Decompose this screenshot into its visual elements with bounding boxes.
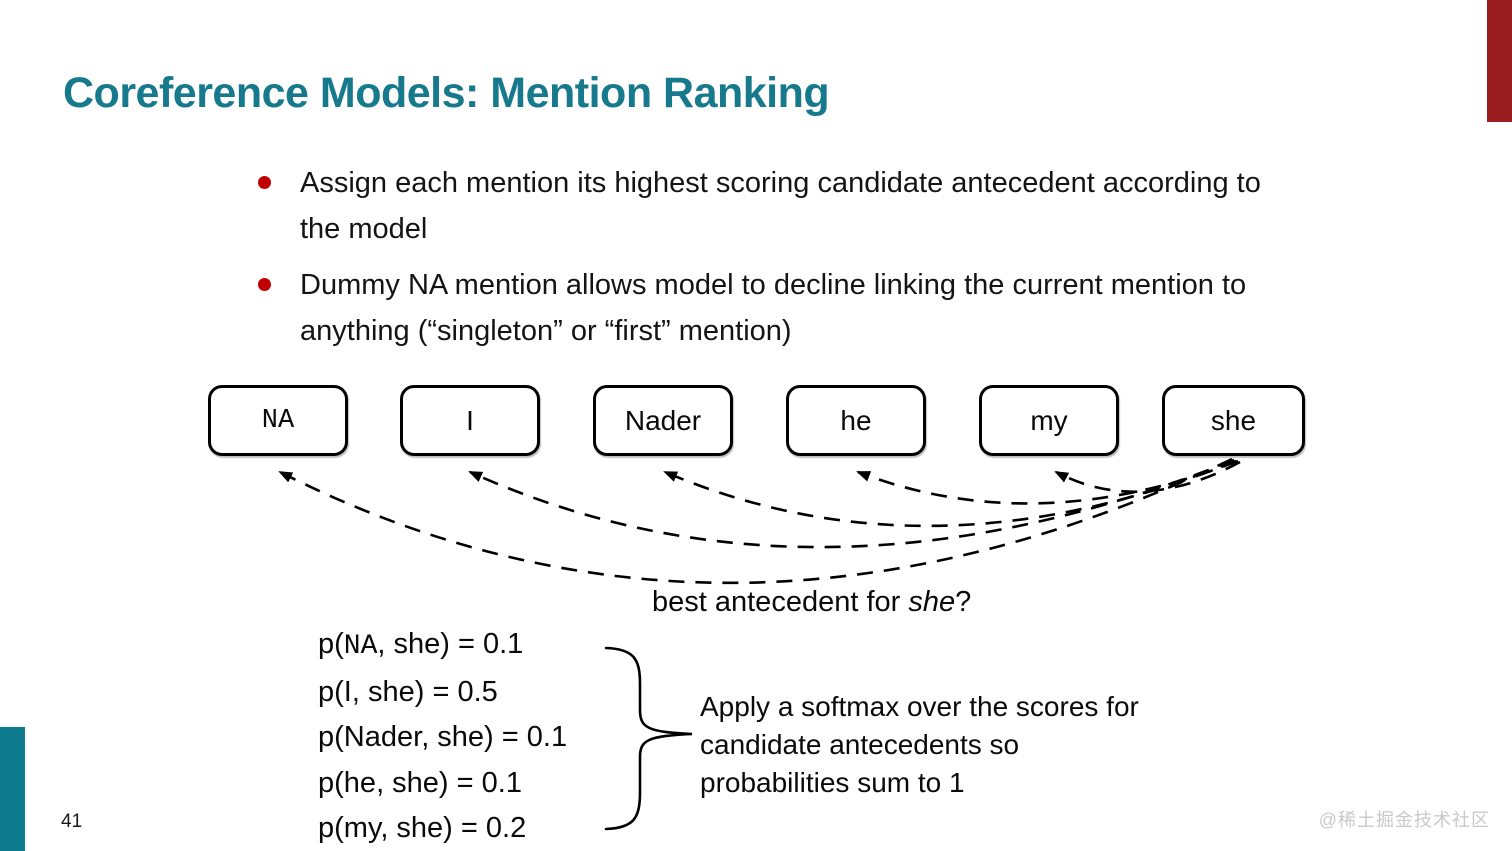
arrow-she-to-he [856, 459, 1239, 505]
question-prefix: best antecedent for [652, 586, 909, 618]
arrow-she-to-i [468, 458, 1235, 549]
mention-box-she: she [1162, 385, 1305, 456]
bullet-list: Assign each mention its highest scoring … [256, 160, 1266, 364]
score-line: p(Nader, she) = 0.1 [318, 721, 568, 753]
page-number: 41 [61, 811, 83, 832]
bullet-text: Dummy NA mention allows model to decline… [300, 269, 1247, 347]
score-value: 0.1 [526, 721, 568, 753]
score-line: p(my, she) = 0.2 [318, 812, 527, 844]
arrow-she-to-nader [663, 459, 1237, 528]
mention-box-nader: Nader [593, 385, 733, 456]
score-value: 0.2 [485, 812, 527, 844]
page-title: Coreference Models: Mention Ranking [63, 68, 830, 117]
score-antecedent: he [343, 766, 377, 799]
softmax-note-line: candidate antecedents so [700, 729, 1020, 760]
bullet-dot-icon [258, 176, 271, 189]
bullet-dot-icon [258, 278, 271, 291]
softmax-note: Apply a softmax over the scores for cand… [700, 688, 1139, 802]
mention-label: NA [261, 405, 295, 436]
mention-box-my: my [979, 385, 1119, 456]
bullet-text: Assign each mention its highest scoring … [300, 167, 1261, 245]
score-value: 0.5 [457, 675, 498, 708]
score-list: p(NA, she) = 0.1 p(I, she) = 0.5 p(Nader… [318, 622, 567, 851]
bullet-item: Dummy NA mention allows model to decline… [256, 262, 1265, 354]
score-antecedent: Nader [343, 721, 422, 753]
arrow-she-to-na [278, 457, 1233, 585]
mention-label: he [840, 404, 872, 436]
score-line: p(I, she) = 0.5 [318, 675, 498, 708]
mention-box-he: he [786, 385, 926, 456]
bottom-left-accent-bar [0, 727, 25, 851]
mention-label: my [1030, 404, 1068, 436]
score-antecedent: NA [343, 631, 378, 662]
score-group-brace [604, 646, 693, 831]
mention-label: I [466, 404, 474, 436]
score-antecedent: I [343, 675, 352, 708]
bullet-item: Assign each mention its highest scoring … [256, 160, 1265, 252]
mention-box-na: NA [208, 385, 348, 456]
mention-label: Nader [624, 404, 702, 436]
arrow-she-to-my [1054, 460, 1241, 494]
mention-label: she [1210, 404, 1257, 436]
mention-box-i: I [400, 385, 540, 456]
score-value: 0.1 [481, 766, 522, 799]
question-emphasis: she [908, 586, 956, 618]
softmax-note-line: Apply a softmax over the scores for [700, 691, 1139, 722]
score-line: p(NA, she) = 0.1 [318, 628, 524, 662]
question-suffix: ? [955, 586, 972, 618]
question-text: best antecedent for she? [652, 586, 971, 619]
softmax-note-line: probabilities sum to 1 [700, 767, 965, 798]
score-antecedent: my [343, 812, 381, 844]
score-line: p(he, she) = 0.1 [318, 766, 522, 799]
watermark: @稀土掘金技术社区 [1318, 810, 1490, 830]
score-value: 0.1 [482, 628, 524, 660]
top-right-accent-bar [1487, 0, 1512, 122]
